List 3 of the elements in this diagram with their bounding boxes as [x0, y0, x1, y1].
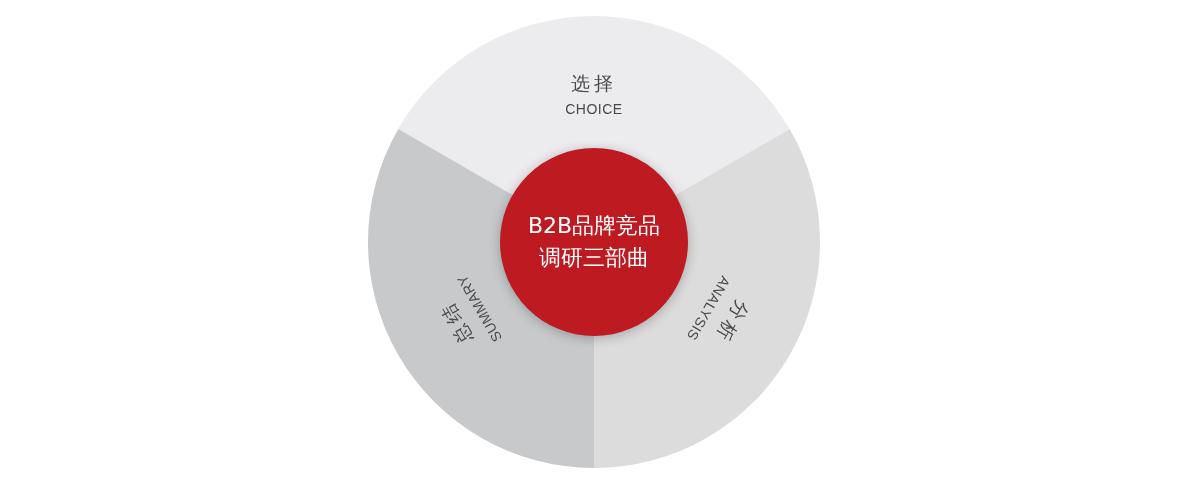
- center-title: B2B品牌竞品调研三部曲: [526, 212, 662, 272]
- sector-subtitle: CHOICE: [565, 102, 623, 118]
- sector-title: 选择: [571, 72, 617, 94]
